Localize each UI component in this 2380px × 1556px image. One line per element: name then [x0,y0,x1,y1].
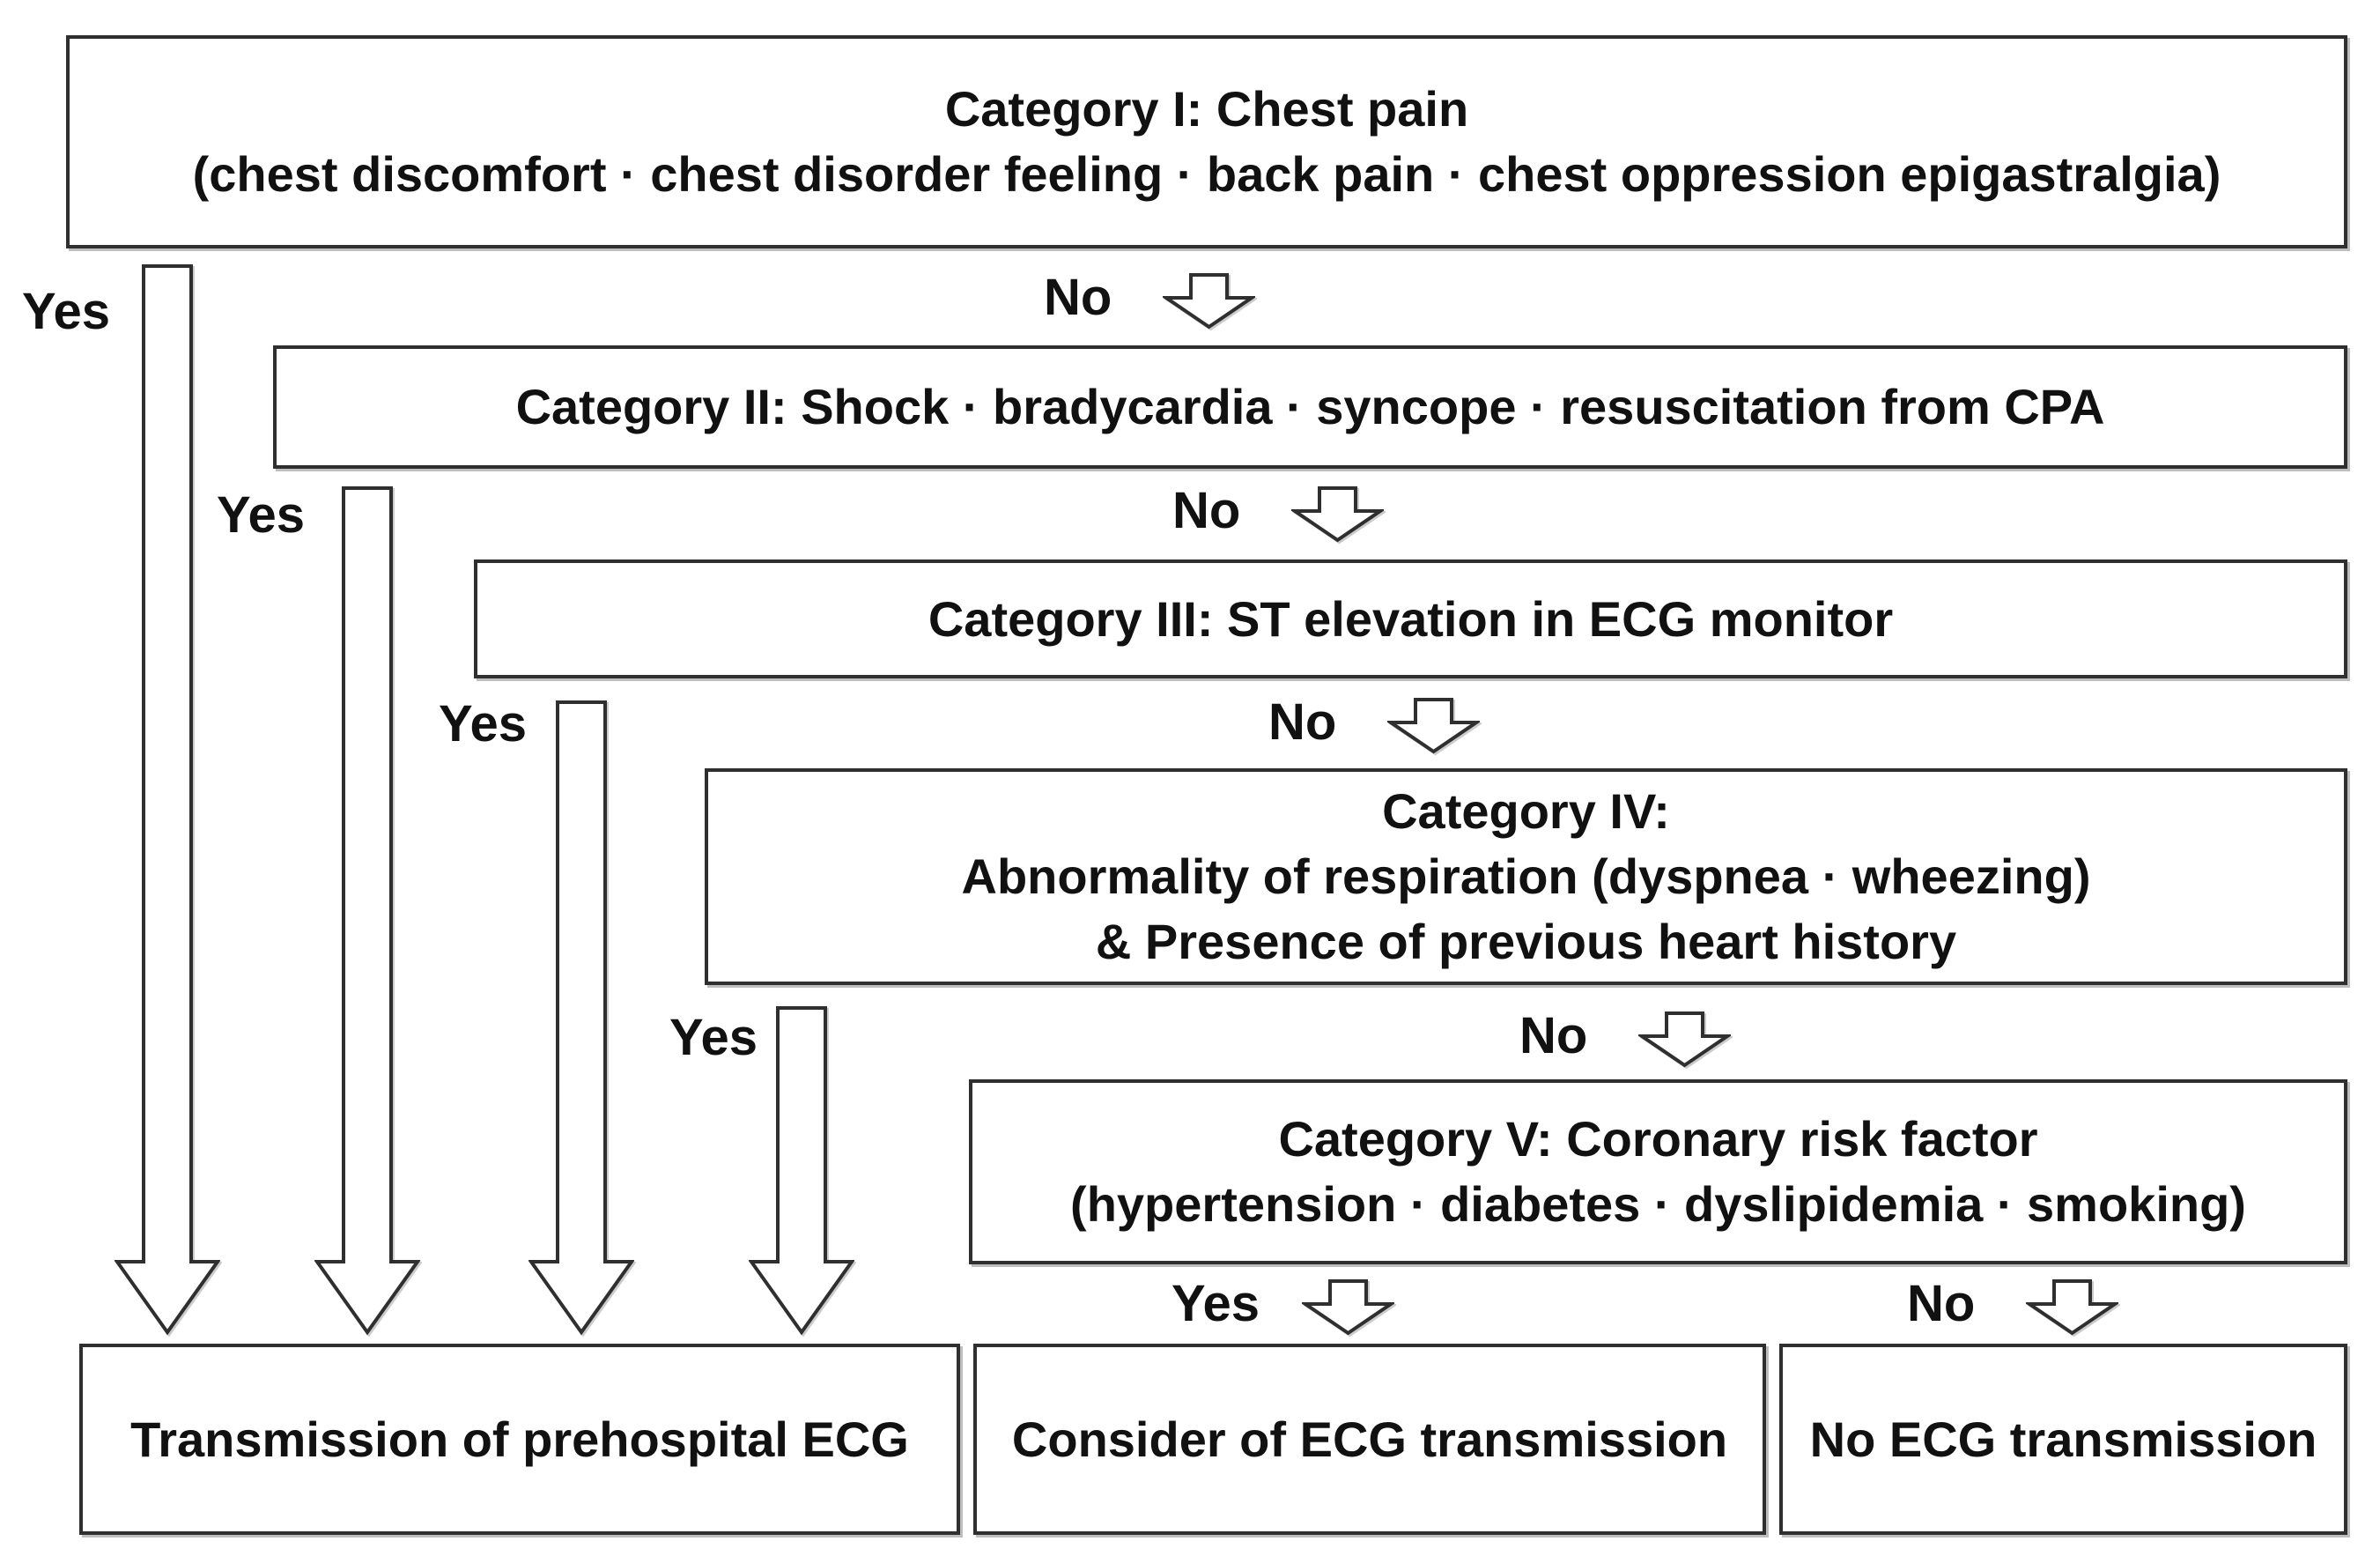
category-5-detail: (hypertension · diabetes · dyslipidemia … [1070,1176,2246,1232]
category-4-box: Category IV: Abnormality of respiration … [705,768,2347,985]
no-label-3: No [1268,693,1337,751]
no-small-arrow-3-icon [1387,698,1480,754]
yes-long-arrow-1-icon [115,264,220,1336]
category-2-box: Category II: Shock · bradycardia · synco… [273,345,2347,469]
outcome-consider-label: Consider of ECG transmission [1011,1411,1728,1467]
outcome-none-box: No ECG transmission [1779,1344,2347,1535]
no-small-arrow-2-icon [1291,486,1384,543]
no-small-arrow-4-icon [1638,1011,1731,1068]
no-small-arrow-5-icon [2026,1279,2118,1336]
no-label-5: No [1907,1275,1976,1332]
outcome-transmission-box: Transmission of prehospital ECG [79,1344,960,1535]
category-2-title: Category II: Shock · bradycardia · synco… [515,379,2105,435]
category-5-box: Category V: Coronary risk factor (hypert… [969,1079,2347,1264]
yes-long-arrow-2-icon [314,486,420,1336]
category-4-detail-1: Abnormality of respiration (dyspnea · wh… [961,848,2091,905]
no-label-4: No [1519,1007,1588,1064]
yes-label-4: Yes [669,1009,758,1066]
yes-small-arrow-5-icon [1302,1279,1394,1336]
category-4-detail-2: & Presence of previous heart history [1095,913,1957,969]
category-1-detail: (chest discomfort · chest disorder feeli… [192,146,2221,202]
yes-label-1: Yes [22,283,110,340]
yes-long-arrow-3-icon [528,700,634,1336]
outcome-none-label: No ECG transmission [1809,1411,2317,1467]
yes-label-2: Yes [217,486,305,544]
category-3-title: Category III: ST elevation in ECG monito… [928,590,1894,647]
category-1-box: Category I: Chest pain (chest discomfort… [66,35,2347,248]
category-3-box: Category III: ST elevation in ECG monito… [474,559,2347,678]
category-5-title: Category V: Coronary risk factor [1278,1111,2038,1167]
yes-label-5: Yes [1172,1275,1260,1332]
yes-label-3: Yes [439,695,527,752]
yes-long-arrow-4-icon [749,1006,854,1336]
category-1-title: Category I: Chest pain [944,81,1469,137]
outcome-consider-box: Consider of ECG transmission [973,1344,1766,1535]
outcome-transmission-label: Transmission of prehospital ECG [130,1411,909,1467]
no-label-2: No [1172,482,1241,539]
no-small-arrow-1-icon [1163,273,1255,330]
category-4-title: Category IV: [1382,783,1670,840]
no-label-1: No [1044,269,1112,326]
